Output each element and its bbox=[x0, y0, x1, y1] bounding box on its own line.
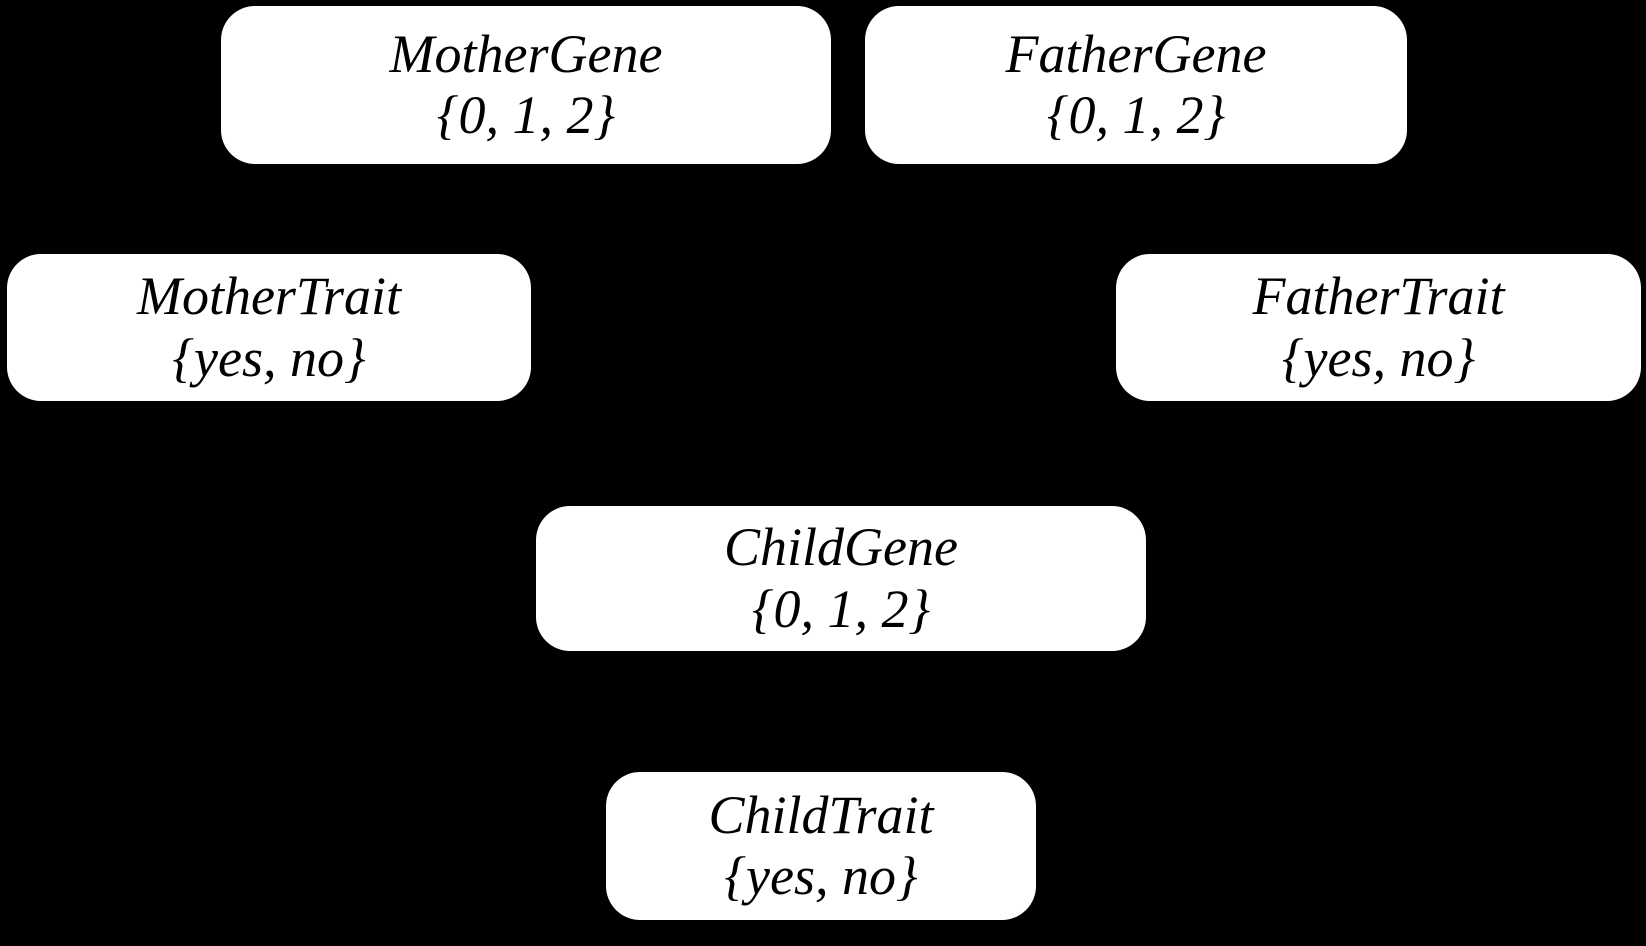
node-mother-gene[interactable]: MotherGene {0, 1, 2} bbox=[221, 6, 831, 164]
node-mother-gene-domain: {0, 1, 2} bbox=[436, 85, 616, 145]
node-father-trait[interactable]: FatherTrait {yes, no} bbox=[1116, 254, 1641, 401]
node-father-gene-title: FatherGene bbox=[1005, 23, 1267, 84]
node-father-gene[interactable]: FatherGene {0, 1, 2} bbox=[865, 6, 1407, 164]
node-child-gene[interactable]: ChildGene {0, 1, 2} bbox=[536, 506, 1146, 651]
node-father-trait-domain: {yes, no} bbox=[1281, 327, 1476, 388]
node-child-trait-domain: {yes, no} bbox=[724, 846, 918, 906]
node-mother-gene-title: MotherGene bbox=[389, 23, 663, 84]
node-father-trait-title: FatherTrait bbox=[1252, 266, 1505, 327]
node-child-trait[interactable]: ChildTrait {yes, no} bbox=[606, 772, 1036, 920]
node-mother-trait[interactable]: MotherTrait {yes, no} bbox=[7, 254, 531, 401]
node-child-gene-title: ChildGene bbox=[724, 517, 958, 578]
node-child-gene-domain: {0, 1, 2} bbox=[751, 578, 931, 639]
node-mother-trait-domain: {yes, no} bbox=[172, 327, 366, 388]
node-father-gene-domain: {0, 1, 2} bbox=[1046, 85, 1226, 145]
node-mother-trait-title: MotherTrait bbox=[136, 266, 402, 327]
node-child-trait-title: ChildTrait bbox=[708, 784, 934, 845]
